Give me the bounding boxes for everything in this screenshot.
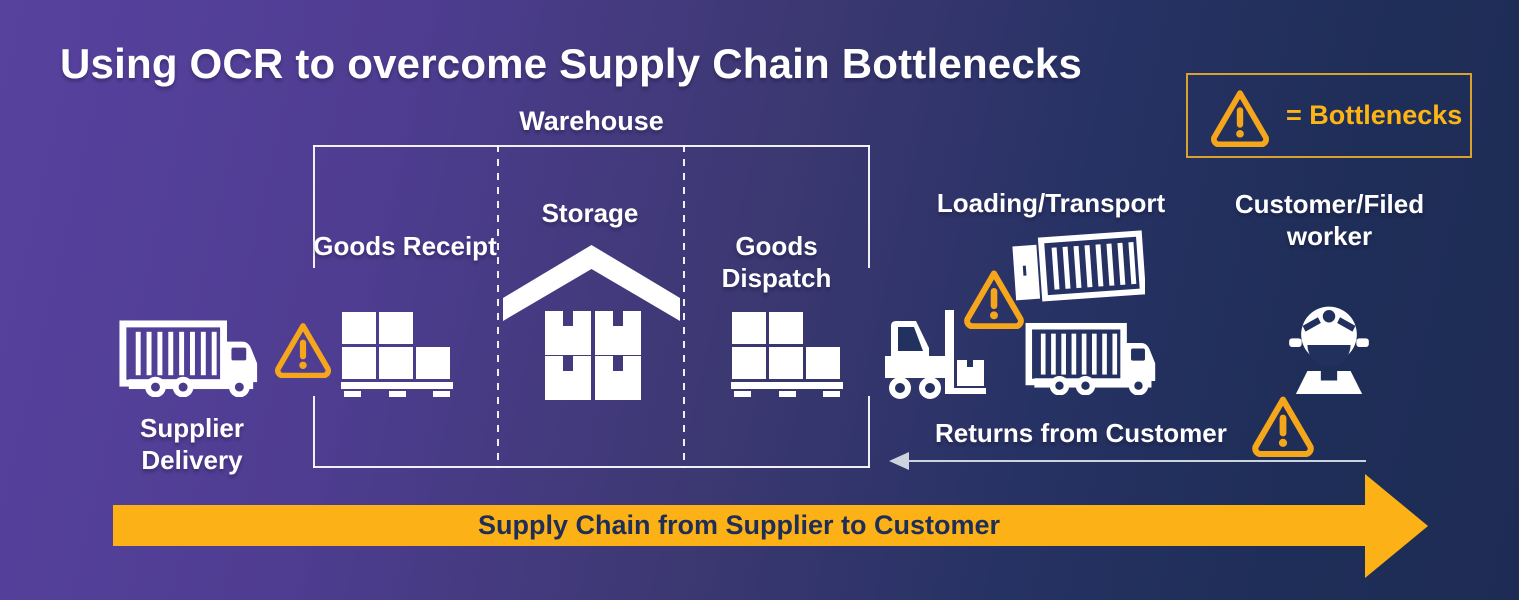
warehouse-border-bottom <box>313 466 870 468</box>
warehouse-border-right-lower <box>868 396 870 468</box>
customer-worker-label: Customer/Filed worker <box>1222 188 1437 252</box>
supply-chain-arrow-label: Supply Chain from Supplier to Customer <box>477 510 1001 540</box>
pallet-boxes-icon <box>731 311 843 397</box>
transport-truck-icon <box>1022 316 1162 395</box>
warning-triangle-icon <box>1249 394 1317 457</box>
warehouse-border-top <box>313 145 870 147</box>
shipping-container-icon <box>1010 228 1145 306</box>
customer-worker-line2: worker <box>1286 221 1373 251</box>
supplier-delivery-label: Supplier Delivery <box>139 413 244 475</box>
supplier-truck-icon <box>116 313 264 397</box>
warehouse-divider-1 <box>497 145 499 468</box>
goods-dispatch-label: Goods Dispatch <box>721 231 832 293</box>
customer-worker-line1: Customer/Filed <box>1234 189 1425 219</box>
warehouse-title: Warehouse <box>519 106 664 136</box>
warehouse-box: Goods Receipt Storage Goods Dispatch <box>313 145 870 468</box>
page-title: Using OCR to overcome Supply Chain Bottl… <box>60 40 1083 87</box>
supply-chain-arrow-head-icon <box>1365 474 1428 578</box>
returns-arrow-head-icon <box>889 452 909 470</box>
loading-transport-label: Loading/Transport <box>936 188 1166 218</box>
warehouse-border-left-upper <box>313 145 315 268</box>
bottlenecks-legend: = Bottlenecks <box>1186 73 1472 158</box>
storage-building-icon <box>495 243 688 400</box>
warehouse-border-left-lower <box>313 396 315 468</box>
returns-label: Returns from Customer <box>935 418 1227 448</box>
storage-label: Storage <box>541 198 639 228</box>
returns-arrow-line <box>906 460 1366 462</box>
worker-icon <box>1288 298 1370 394</box>
warning-triangle-icon <box>272 321 334 378</box>
goods-receipt-label: Goods Receipt <box>313 231 497 261</box>
warning-triangle-icon <box>1208 88 1272 147</box>
legend-label: = Bottlenecks <box>1286 100 1463 130</box>
pallet-boxes-icon <box>341 311 453 397</box>
supply-chain-arrow: Supply Chain from Supplier to Customer <box>113 505 1365 546</box>
warehouse-divider-2 <box>683 145 685 468</box>
warehouse-border-right-upper <box>868 145 870 268</box>
